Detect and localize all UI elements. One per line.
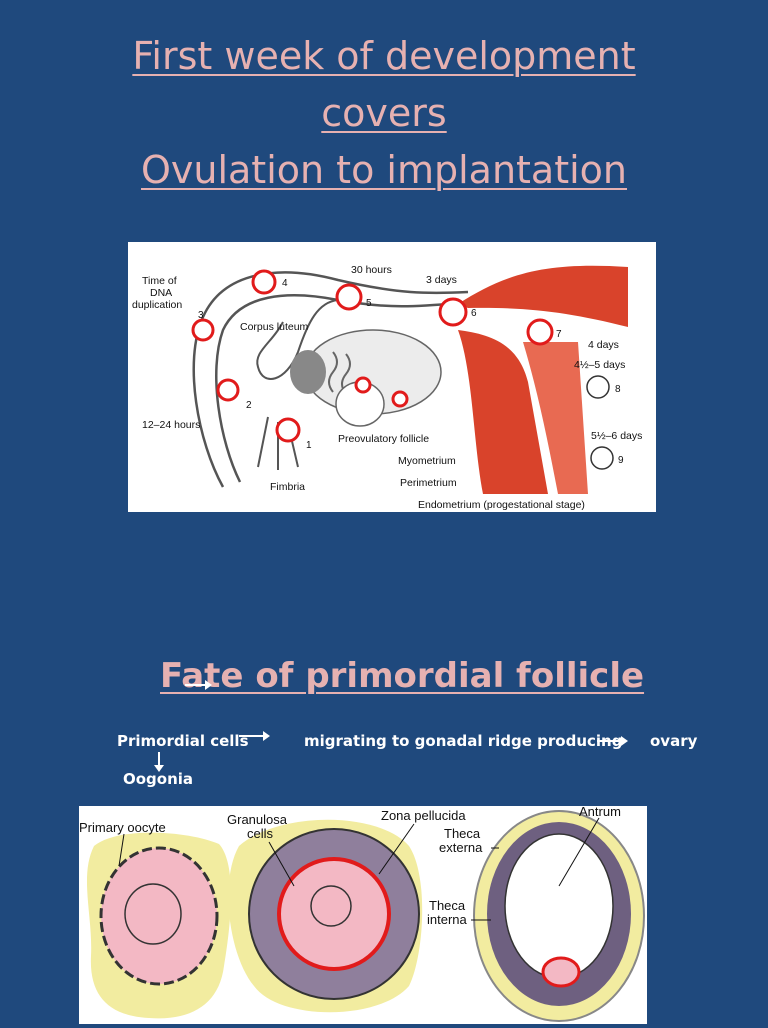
stage-number-5: 5 xyxy=(366,298,372,309)
follicle-diagram-svg: Primary oocyte Granulosa cells Zona pell… xyxy=(79,804,645,1022)
label-time-dna-3: duplication xyxy=(132,299,182,311)
label-perimetrium: Perimetrium xyxy=(400,477,457,489)
pointer-zona xyxy=(378,823,415,875)
stage-9-circle xyxy=(590,446,614,470)
label-zona-pellucida: Zona pellucida xyxy=(381,808,466,823)
zona-pellucida-ring xyxy=(277,857,391,971)
stage-5-circle xyxy=(335,283,363,311)
stage-number-7: 7 xyxy=(556,329,562,340)
pointer-granulosa xyxy=(268,841,295,887)
label-4-5-days: 4½–5 days xyxy=(574,359,625,371)
arrow-down-icon xyxy=(154,752,164,772)
arrow-right-icon xyxy=(239,731,270,741)
antrum-cavity xyxy=(504,833,614,979)
stage-number-6: 6 xyxy=(471,308,477,319)
stage-number-4: 4 xyxy=(282,278,288,289)
ovary-follicle-circle xyxy=(354,376,372,394)
label-time-dna-1: Time of xyxy=(142,275,177,287)
label-12-24-hours: 12–24 hours xyxy=(142,419,200,431)
stage-number-2: 2 xyxy=(246,400,252,411)
ovulation-diagram: Time of DNA duplication 30 hours 3 days … xyxy=(128,242,656,512)
growing-nucleus xyxy=(310,885,352,927)
slide-title: First week of development covers Ovulati… xyxy=(0,28,768,199)
title-line-2: covers xyxy=(321,91,447,135)
flow-oogonia: Oogonia xyxy=(123,770,194,788)
label-5-6-days: 5½–6 days xyxy=(591,430,642,442)
title-line-1: First week of development xyxy=(132,34,636,78)
flow-primordial-cells: Primordial cells xyxy=(117,732,249,750)
pointer-primary xyxy=(118,833,125,867)
label-time-dna-2: DNA xyxy=(150,287,172,299)
label-primary-oocyte: Primary oocyte xyxy=(79,820,166,835)
stage-8-circle xyxy=(586,375,610,399)
stage-number-3: 3 xyxy=(198,310,204,321)
label-3-days: 3 days xyxy=(426,274,457,286)
stage-1-circle xyxy=(275,417,301,443)
ovary-follicle-circle-2 xyxy=(391,390,409,408)
arrow-right-icon-2 xyxy=(597,736,628,746)
label-endometrium: Endometrium (progestational stage) xyxy=(418,499,585,511)
label-preovulatory: Preovulatory follicle xyxy=(338,433,429,445)
tube-outer-wall xyxy=(192,271,469,488)
label-myometrium: Myometrium xyxy=(398,455,456,467)
label-corpus-luteum: Corpus luteum xyxy=(240,321,309,333)
endometrium-shape xyxy=(523,342,588,494)
tube-curl xyxy=(256,299,339,380)
label-granulosa-1: Granulosa xyxy=(227,812,288,827)
label-theca-externa-2: externa xyxy=(439,840,483,855)
uterus-upper xyxy=(458,265,628,327)
follicle-diagram: Primary oocyte Granulosa cells Zona pell… xyxy=(79,804,647,1024)
label-granulosa-2: cells xyxy=(247,826,274,841)
stage-2-circle xyxy=(216,378,240,402)
stage-6-circle xyxy=(438,297,468,327)
stage-3-circle xyxy=(191,318,215,342)
stage-number-8: 8 xyxy=(615,384,621,395)
label-theca-interna-1: Theca xyxy=(429,898,466,913)
corpus-luteum-shape xyxy=(290,350,326,394)
ovulation-diagram-svg: Time of DNA duplication 30 hours 3 days … xyxy=(132,264,642,511)
stage-number-9: 9 xyxy=(618,455,624,466)
label-fimbria: Fimbria xyxy=(270,481,305,493)
flow-ovary: ovary xyxy=(650,732,698,750)
subtitle-fate-of-follicle: Fate of primordial follicle xyxy=(160,656,645,696)
pointer-antrum xyxy=(558,817,600,887)
stage-7-circle xyxy=(526,318,554,346)
title-line-3: Ovulation to implantation xyxy=(140,148,628,192)
label-theca-interna-2: interna xyxy=(427,912,468,927)
primary-nucleus xyxy=(124,883,182,945)
tube-inner-wall xyxy=(215,294,474,483)
label-antrum: Antrum xyxy=(579,806,621,819)
flow-migrating: migrating to gonadal ridge producing xyxy=(304,732,623,750)
stage-4-circle xyxy=(251,269,277,295)
subtitle-arrow-icon xyxy=(185,680,212,690)
label-theca-externa-1: Theca xyxy=(444,826,481,841)
primary-follicle-shape xyxy=(99,846,219,986)
myometrium-shape xyxy=(458,330,548,494)
antral-oocyte xyxy=(541,956,581,988)
stage-number-1: 1 xyxy=(306,440,312,451)
label-4-days: 4 days xyxy=(588,339,619,351)
label-30-hours: 30 hours xyxy=(351,264,392,276)
